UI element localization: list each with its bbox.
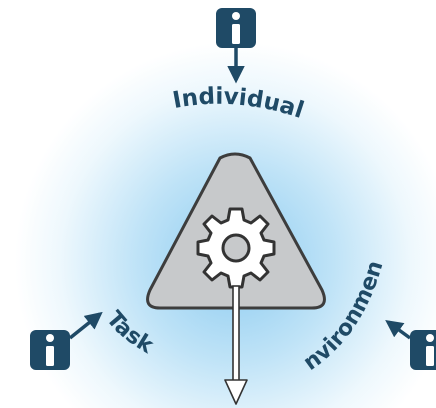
info-node-top <box>216 8 256 84</box>
output-arrow <box>224 285 248 405</box>
arrow-up-right <box>68 311 103 340</box>
gear-icon <box>196 207 276 289</box>
arrow-up-left <box>385 319 412 340</box>
info-node-right <box>385 319 436 370</box>
info-node-left <box>30 311 103 370</box>
